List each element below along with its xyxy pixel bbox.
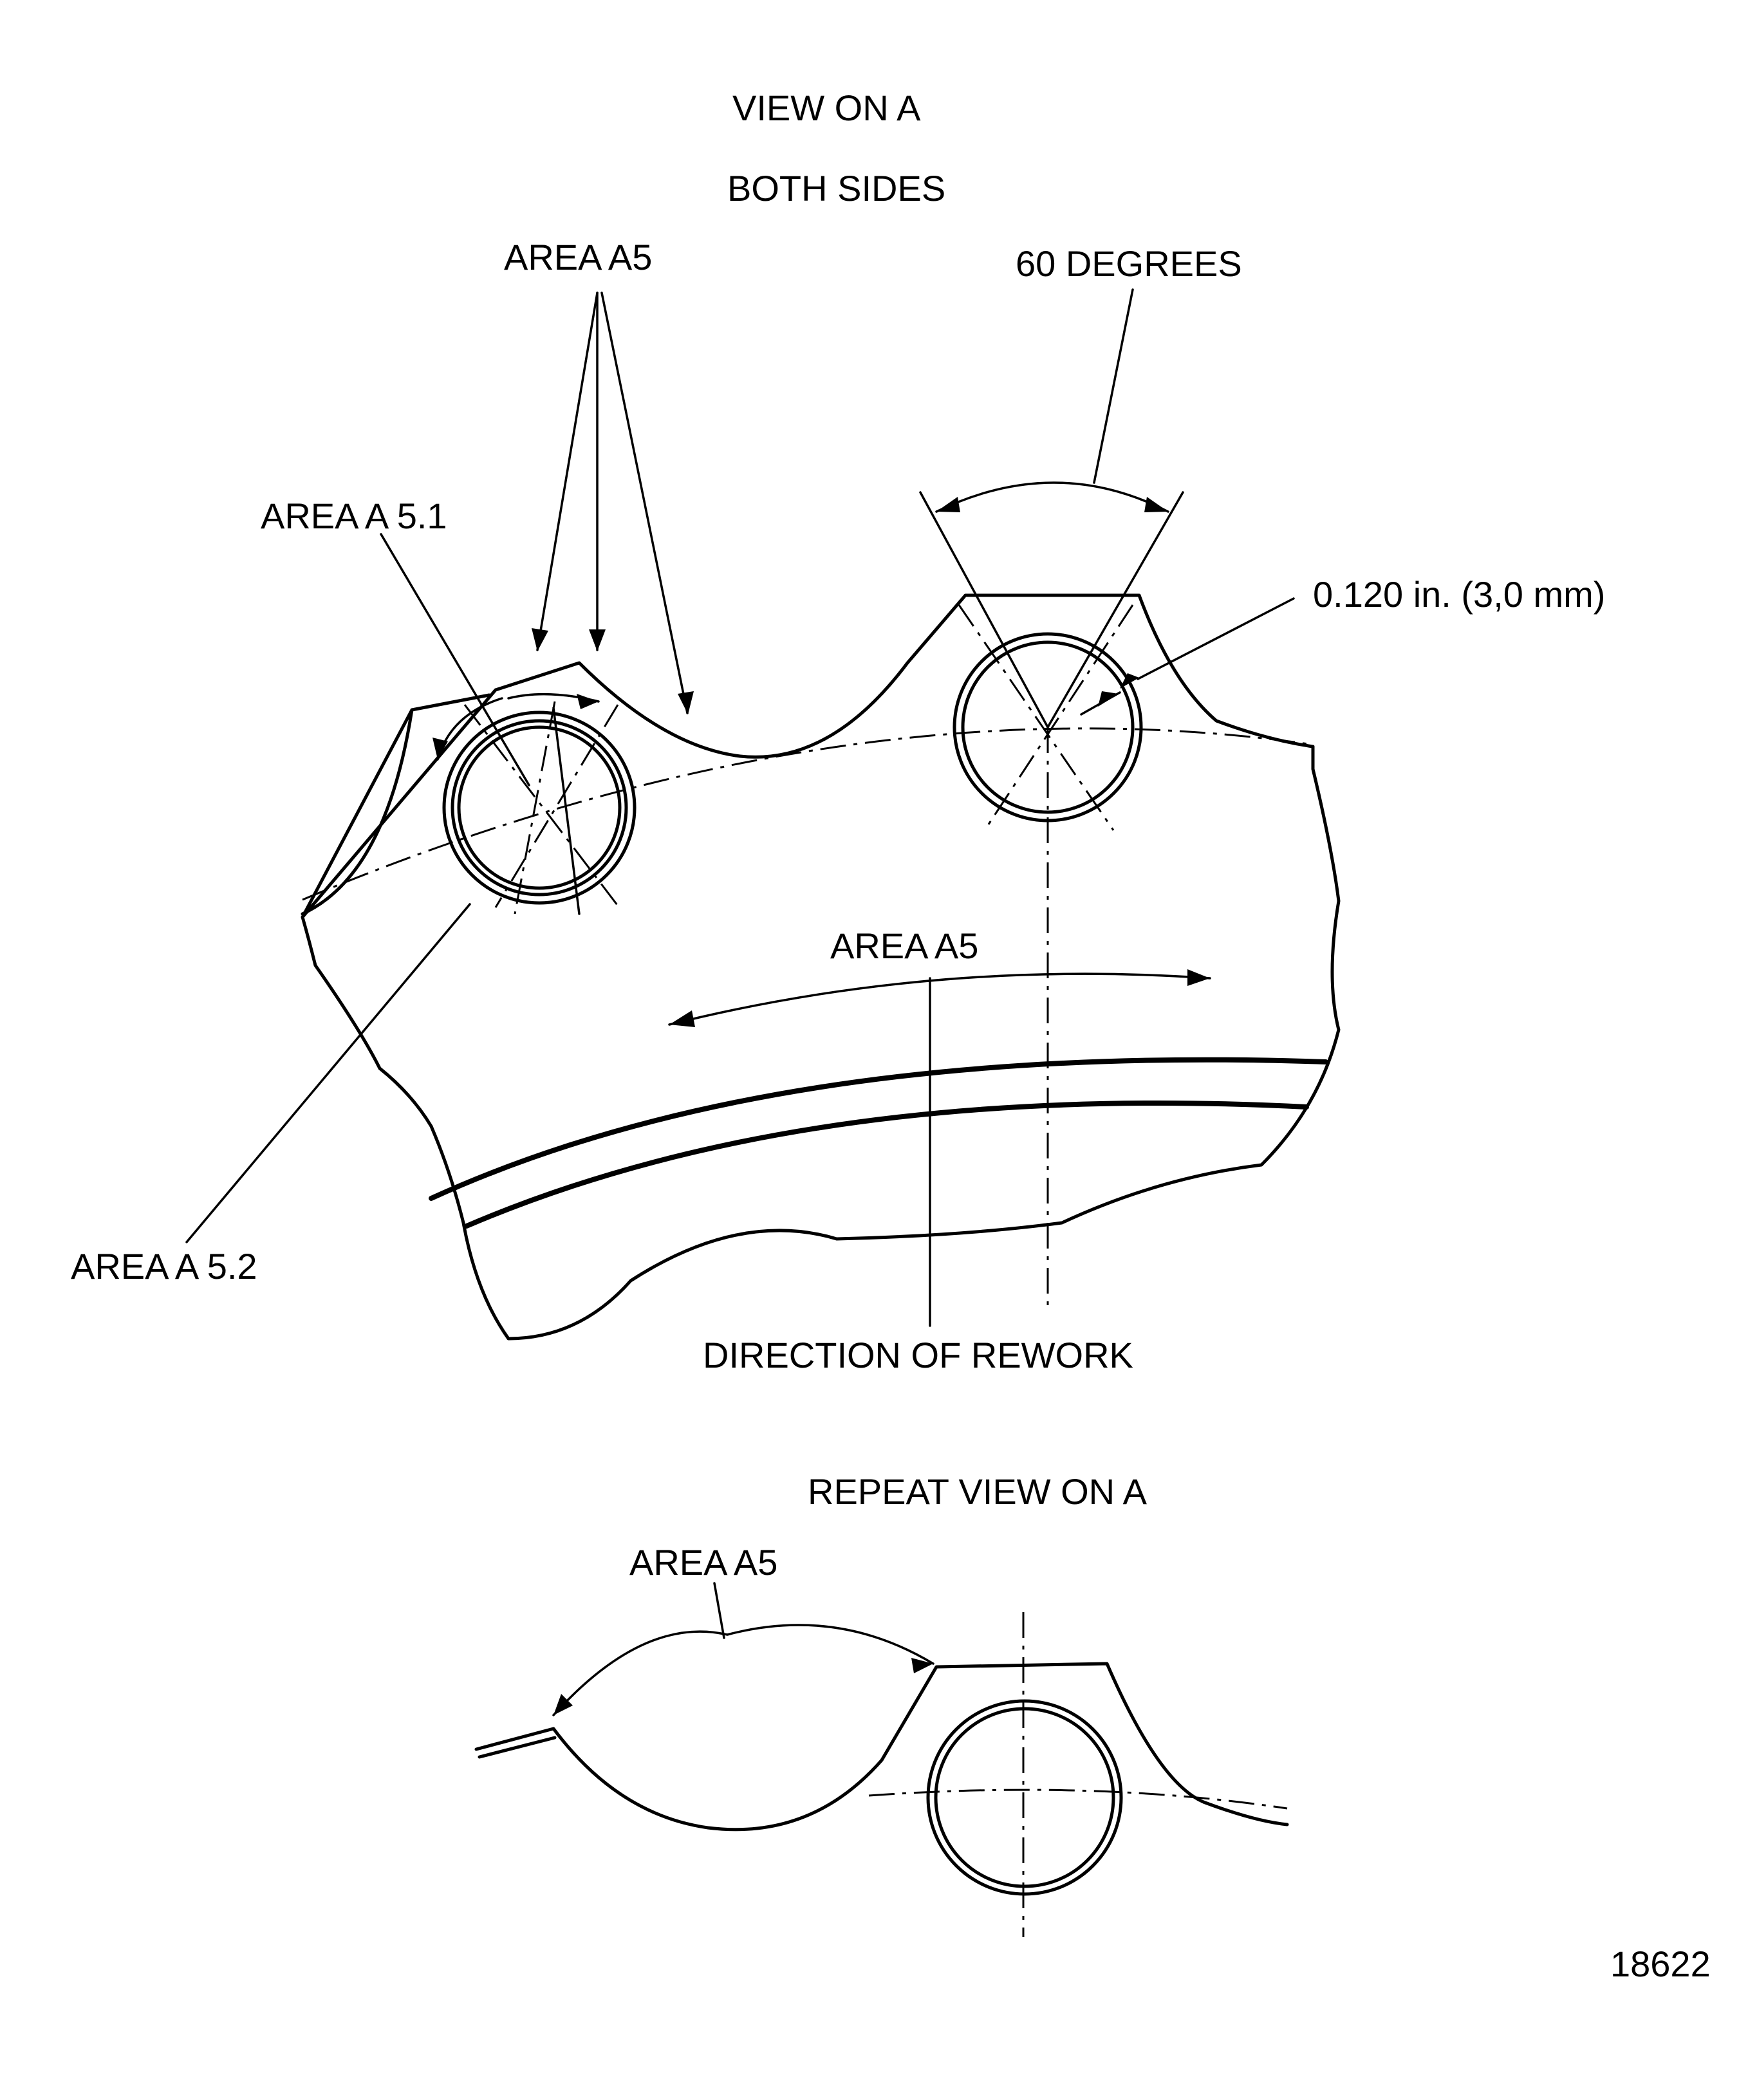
right-hole xyxy=(953,604,1143,1306)
part-outline xyxy=(301,593,1341,1341)
view-title: VIEW ON A xyxy=(732,88,921,128)
repeat-outline xyxy=(474,1662,1289,1832)
left-hole xyxy=(432,692,637,915)
label-area-a52: AREA A 5.2 xyxy=(71,1246,257,1287)
pitch-centerline xyxy=(302,727,1314,901)
groove-lower xyxy=(464,1100,1309,1229)
angle-line-left xyxy=(919,491,1049,729)
rework-arrow xyxy=(668,972,1211,1026)
label-repeat-area-a5: AREA A5 xyxy=(629,1542,778,1583)
main-view xyxy=(185,288,1341,1341)
left-tooth-flank xyxy=(301,708,414,916)
figure-number: 18622 xyxy=(1610,1944,1711,1984)
label-60-degrees: 60 DEGREES xyxy=(1016,243,1242,284)
groove-upper xyxy=(429,1057,1328,1201)
label-area-a5-top: AREA A5 xyxy=(504,237,653,277)
dimension-leader xyxy=(1137,597,1295,680)
label-direction-of-rework: DIRECTION OF REWORK xyxy=(703,1335,1133,1375)
label-area-a5-mid: AREA A5 xyxy=(830,925,979,966)
angle-line-right xyxy=(1046,491,1184,729)
degrees-leader xyxy=(1093,288,1134,484)
label-area-a51: AREA A 5.1 xyxy=(261,496,447,536)
repeat-view-title: REPEAT VIEW ON A xyxy=(808,1471,1147,1512)
label-dimension: 0.120 in. (3,0 mm) xyxy=(1313,574,1606,615)
repeat-view xyxy=(474,1582,1289,1937)
view-subtitle: BOTH SIDES xyxy=(727,168,946,209)
repeat-hole xyxy=(926,1699,1123,1896)
repeat-area-arc xyxy=(552,1624,934,1716)
area-a5-leaders xyxy=(532,292,694,714)
repeat-area-leader xyxy=(713,1582,725,1639)
area-a52-leader xyxy=(185,903,471,1243)
angle-arc xyxy=(935,481,1169,513)
area-a51-leader xyxy=(380,533,530,786)
